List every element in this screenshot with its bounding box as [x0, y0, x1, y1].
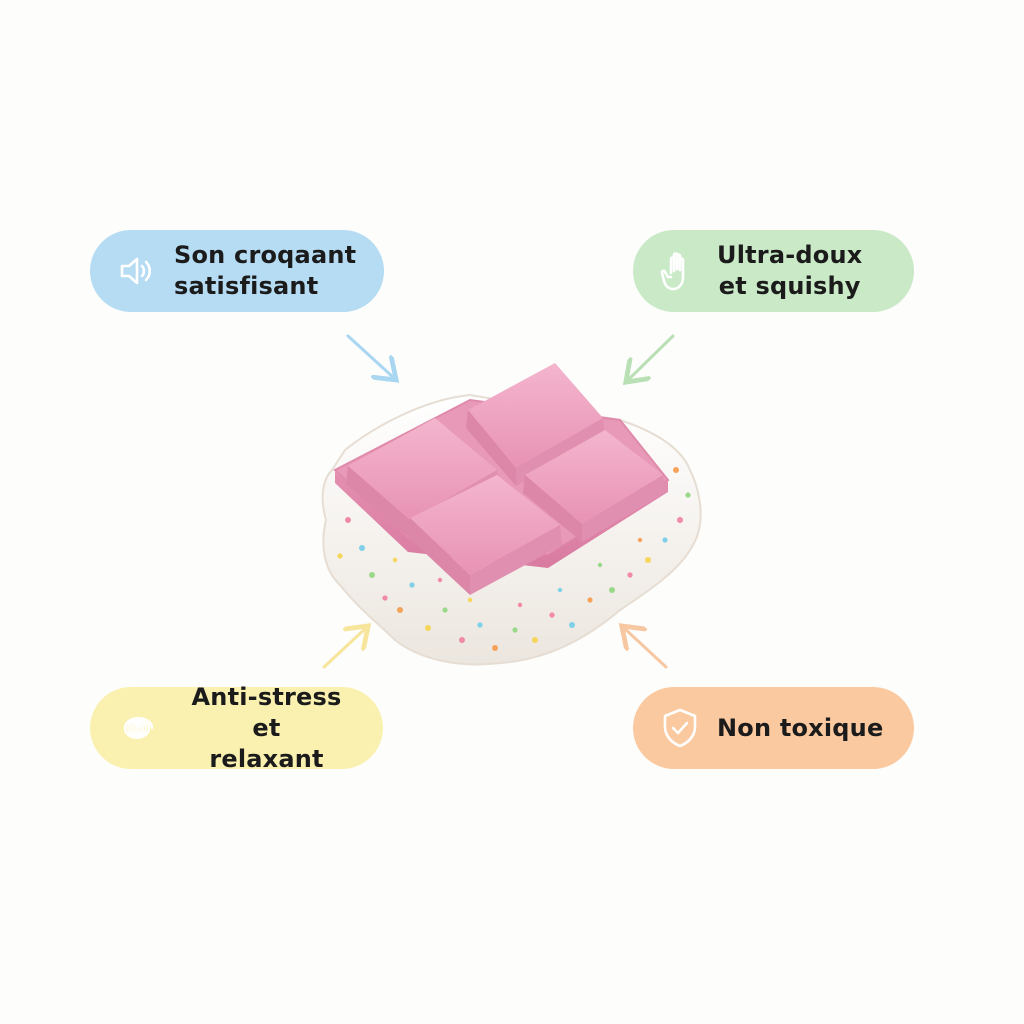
arrow-soft	[628, 334, 675, 380]
feature-soft-label: Ultra-doux et squishy	[717, 241, 863, 300]
arrow-safe	[624, 628, 668, 669]
sprinkles	[337, 467, 691, 651]
speaker-icon	[114, 248, 160, 294]
spiral-icon	[114, 705, 160, 751]
crunchy-base	[321, 393, 702, 666]
hand-icon	[657, 248, 703, 294]
arrow-sound	[346, 334, 394, 378]
feature-sound-label: Son croqaant satisfisant	[174, 241, 357, 300]
feature-stress-label: Anti-stress et relaxant	[191, 682, 342, 773]
feature-stress-badge: Anti-stress et relaxant	[90, 683, 383, 773]
feature-sound-badge: Son croqaant satisfisant	[90, 230, 384, 312]
arrow-stress	[322, 628, 366, 669]
feature-safe-label: Non toxique	[717, 713, 884, 742]
feature-soft-badge: Ultra-doux et squishy	[633, 230, 914, 312]
feature-safe-badge: Non toxique	[633, 687, 914, 769]
shield-check-icon	[657, 705, 703, 751]
pink-chocolate-bar	[333, 363, 670, 595]
